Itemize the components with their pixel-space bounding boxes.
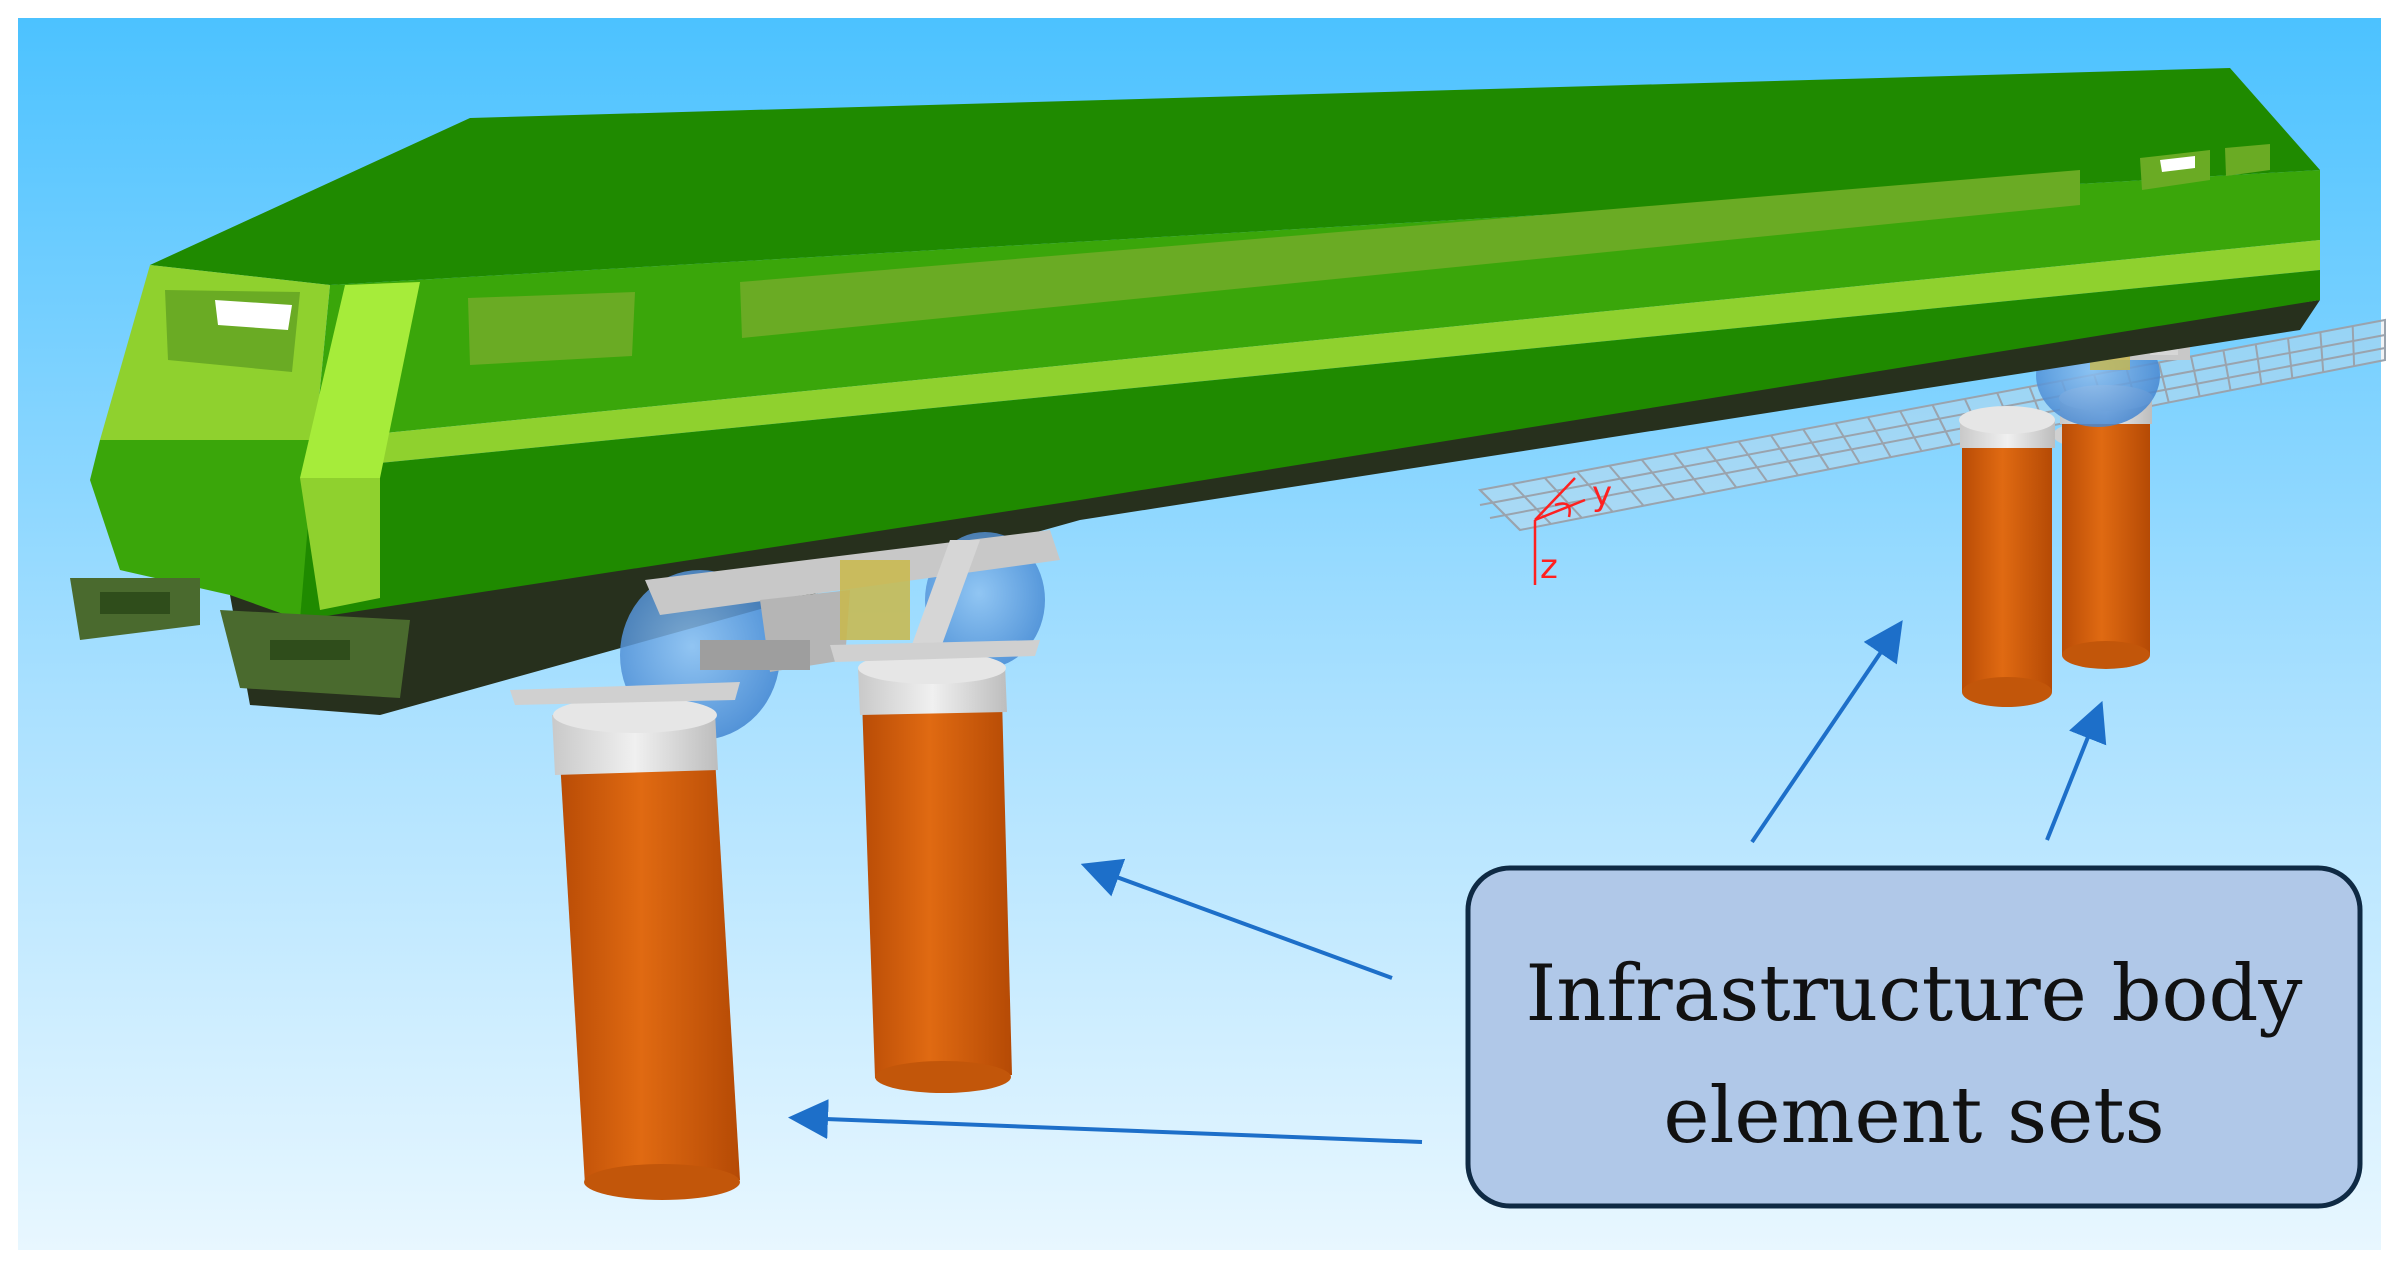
callout-box: Infrastructure body element sets	[1465, 865, 2363, 1209]
track-tie	[2319, 332, 2325, 373]
track-tie	[2190, 356, 2201, 397]
front-bogie	[620, 530, 1060, 740]
side-panel-1	[468, 292, 635, 365]
callout-arrows	[788, 620, 2107, 1144]
track-tie	[2287, 338, 2294, 379]
cab-window-glass	[215, 300, 292, 330]
callout-background	[1465, 865, 2363, 1209]
track-tie	[2351, 326, 2356, 367]
track-tie	[1705, 446, 1738, 489]
rear-window-2	[2225, 144, 2270, 176]
arrow-to-front-right-pier	[1080, 858, 1393, 980]
track-tie	[2157, 362, 2170, 403]
pier-far-right-b	[2059, 385, 2153, 669]
roof	[150, 68, 2320, 285]
track-tie	[1543, 477, 1583, 519]
track-tie	[1673, 452, 1707, 495]
arrow-to-far-pier-b	[2045, 700, 2107, 841]
track-tie	[2222, 350, 2232, 391]
track-tie	[1640, 459, 1676, 501]
upper-side	[315, 170, 2320, 440]
pier-front-left	[510, 682, 740, 1200]
track-tie	[1802, 428, 1830, 470]
light-side-band	[310, 240, 2320, 470]
track-tie	[1899, 410, 1923, 452]
callout-line-1: Infrastructure body	[1526, 949, 2303, 1039]
track-tie	[1737, 440, 1768, 483]
track-tie	[1770, 434, 1799, 476]
track-tie	[1479, 489, 1521, 531]
front-cab-lower	[90, 440, 315, 620]
track-tie	[1866, 416, 1892, 458]
axis-label-z: z	[1540, 547, 1558, 587]
pier-front-right	[830, 640, 1040, 1093]
cab-highlight	[300, 282, 420, 478]
pier-far-right-a	[1959, 406, 2137, 707]
locomotive-body	[90, 68, 2320, 715]
track-tie	[1576, 471, 1614, 513]
cab-highlight-lower	[300, 478, 380, 610]
callout-line-2: element sets	[1663, 1071, 2164, 1161]
arrow-to-far-pier-a	[1750, 620, 1903, 844]
arrow-to-front-left-pier	[788, 1099, 1423, 1144]
front-coupler	[70, 578, 410, 698]
lower-side	[300, 270, 2320, 620]
axis-label-y: y	[1592, 474, 1612, 514]
axis-triad	[1533, 477, 1586, 585]
track-tie	[1608, 465, 1645, 507]
track-tie	[1931, 404, 1954, 446]
track-tie	[2254, 344, 2263, 385]
side-panel-long	[740, 170, 2080, 338]
track-tie	[1834, 422, 1861, 464]
rear-window-glass	[2160, 156, 2195, 172]
